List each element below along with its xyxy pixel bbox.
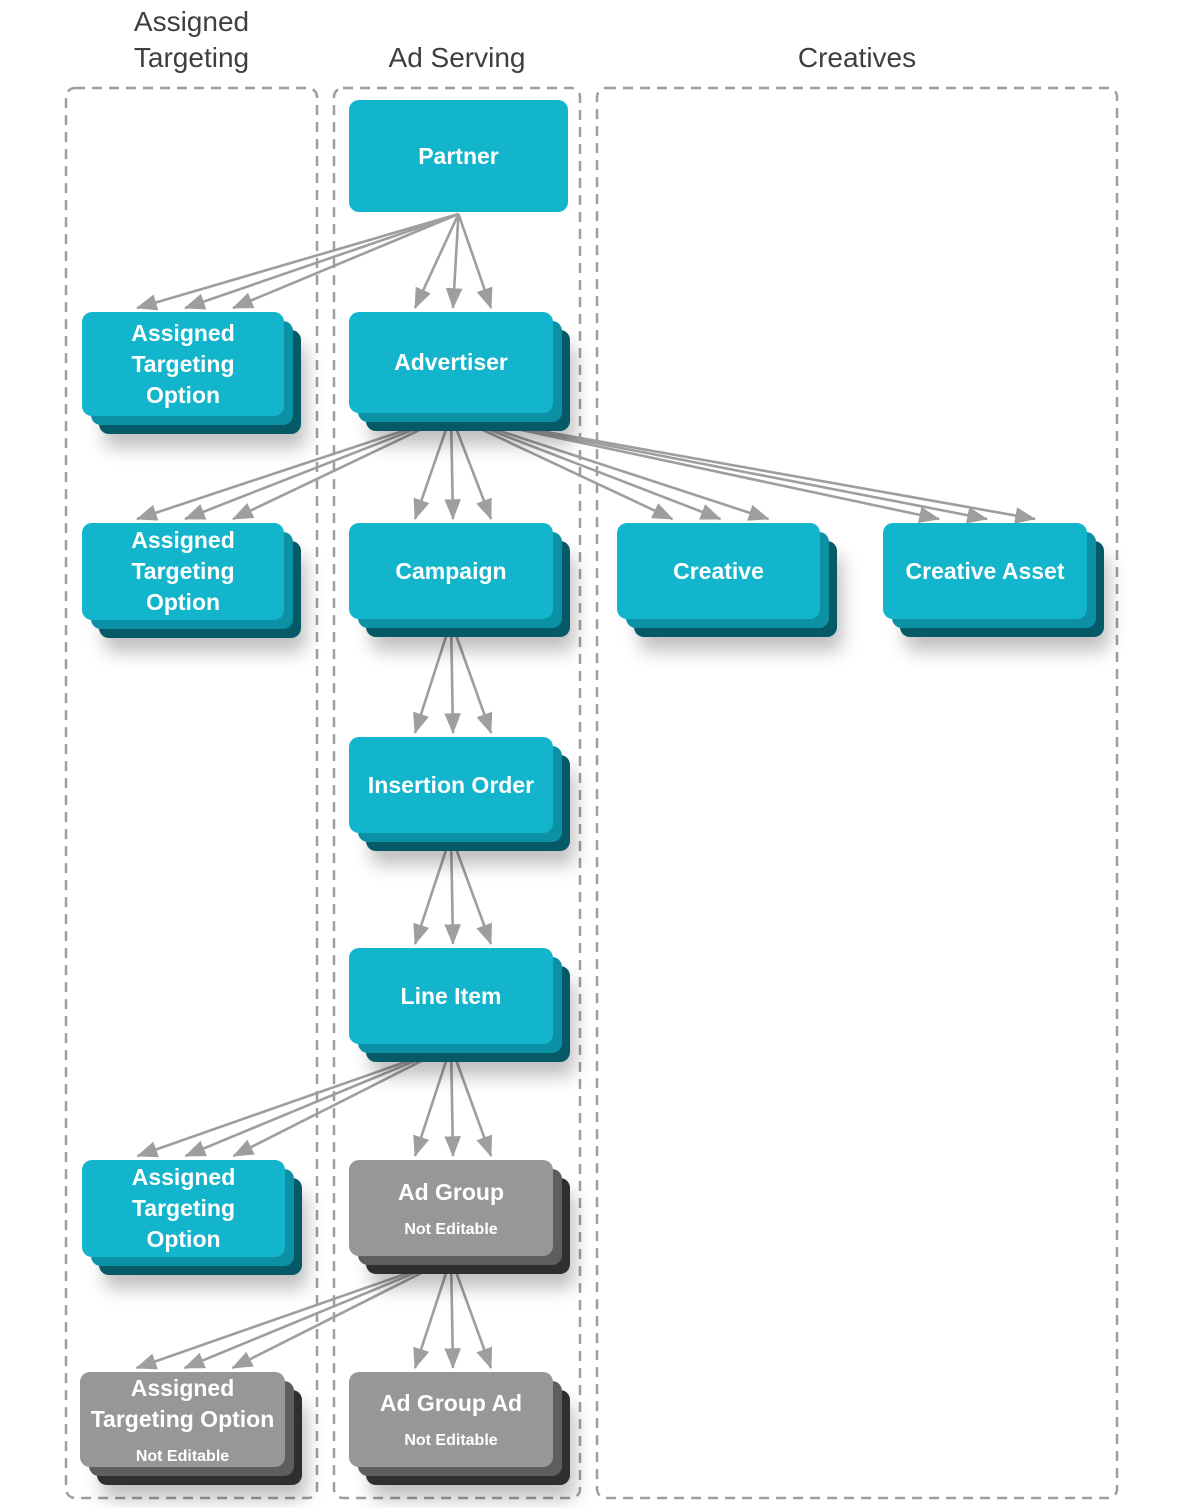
node-title: Assigned Targeting Option xyxy=(131,1164,236,1252)
column-header-assigned-targeting: Assigned Targeting xyxy=(133,6,250,73)
node-line-item: Line Item xyxy=(349,948,553,1044)
edge-partner-to-advertiser xyxy=(413,213,460,309)
node-campaign: Campaign xyxy=(349,523,553,619)
edge-line-item-to-ad-group xyxy=(444,1045,461,1158)
edge-line-item-to-ad-group xyxy=(449,1045,493,1157)
edge-advertiser-to-campaign xyxy=(413,414,453,520)
edge-partner-to-advertiser xyxy=(445,213,463,310)
node-title: Creative xyxy=(673,557,764,584)
edge-ad-group-to-assigned-targeting-option-ad-group xyxy=(135,1256,452,1370)
node-creative: Creative xyxy=(617,523,820,619)
column-header-ad-serving: Ad Serving xyxy=(388,42,526,73)
node-title: Insertion Order xyxy=(367,771,535,798)
node-title: Ad Group Ad xyxy=(379,1390,523,1416)
edge-line-item-to-assigned-targeting-option-line-item xyxy=(184,1044,452,1158)
edge-partner-to-assigned-targeting-option-partner xyxy=(232,212,460,310)
node-advertiser: Advertiser xyxy=(349,312,553,413)
node-partner: Partner xyxy=(349,100,568,212)
edge-advertiser-to-campaign xyxy=(449,414,493,520)
node-sub-label: Not Editable xyxy=(404,1220,498,1238)
node-title: Partner xyxy=(418,142,499,169)
edge-advertiser-to-campaign xyxy=(444,414,461,521)
edge-ad-group-to-ad-group-ad xyxy=(413,1257,453,1369)
node-title: Creative Asset xyxy=(905,557,1065,584)
edge-campaign-to-insertion-order xyxy=(413,620,453,734)
edge-ad-group-to-assigned-targeting-option-ad-group xyxy=(183,1256,452,1370)
node-assigned-targeting-option-partner: Assigned Targeting Option xyxy=(82,312,284,416)
edge-advertiser-to-assigned-targeting-option-advertiser xyxy=(232,413,452,521)
edge-ad-group-to-ad-group-ad xyxy=(449,1257,493,1369)
edge-insertion-order-to-line-item xyxy=(449,834,493,945)
node-title: Campaign xyxy=(395,557,507,584)
edge-advertiser-to-creative-asset xyxy=(450,413,941,524)
edge-advertiser-to-creative-asset xyxy=(450,413,1037,524)
edge-campaign-to-insertion-order xyxy=(444,620,461,735)
edge-partner-to-assigned-targeting-option-partner xyxy=(184,212,459,310)
node-assigned-targeting-option-line-item: Assigned Targeting Option xyxy=(82,1160,285,1257)
column-header-creatives: Creatives xyxy=(797,42,917,73)
edge-partner-to-assigned-targeting-option-partner xyxy=(136,212,459,311)
edge-ad-group-to-ad-group-ad xyxy=(444,1257,461,1370)
node-sub-label: Not Editable xyxy=(135,1447,230,1465)
node-title: Assigned Targeting Option xyxy=(131,527,235,615)
node-title: Assigned Targeting Option xyxy=(90,1374,275,1432)
edge-ad-group-to-assigned-targeting-option-ad-group xyxy=(231,1256,452,1370)
node-insertion-order: Insertion Order xyxy=(349,737,553,833)
edge-insertion-order-to-line-item xyxy=(444,834,461,946)
edge-partner-to-advertiser xyxy=(457,213,493,309)
node-ad-group-ad: Ad Group Ad Not Editable xyxy=(349,1372,553,1467)
edge-advertiser-to-assigned-targeting-option-advertiser xyxy=(184,413,452,521)
edge-line-item-to-ad-group xyxy=(413,1045,453,1157)
edge-insertion-order-to-line-item xyxy=(413,834,453,945)
node-title: Ad Group xyxy=(397,1178,505,1205)
column-frame-creatives xyxy=(595,86,1119,1500)
node-creative-asset: Creative Asset xyxy=(883,523,1087,619)
edge-advertiser-to-assigned-targeting-option-advertiser xyxy=(136,413,452,521)
node-title: Advertiser xyxy=(394,349,508,375)
edge-advertiser-to-creative xyxy=(450,413,674,521)
node-title: Line Item xyxy=(400,982,502,1009)
edge-advertiser-to-creative xyxy=(450,413,770,521)
node-sub-label: Not Editable xyxy=(404,1432,498,1449)
edge-advertiser-to-creative xyxy=(450,413,722,521)
edge-advertiser-to-creative-asset xyxy=(450,413,989,524)
edge-line-item-to-assigned-targeting-option-line-item xyxy=(232,1044,452,1158)
edge-line-item-to-assigned-targeting-option-line-item xyxy=(136,1044,452,1158)
column-frame-assigned-targeting xyxy=(64,86,319,1500)
edge-campaign-to-insertion-order xyxy=(449,620,493,734)
node-assigned-targeting-option-advertiser: Assigned Targeting Option xyxy=(82,523,284,620)
node-title: Assigned Targeting Option xyxy=(131,319,235,408)
